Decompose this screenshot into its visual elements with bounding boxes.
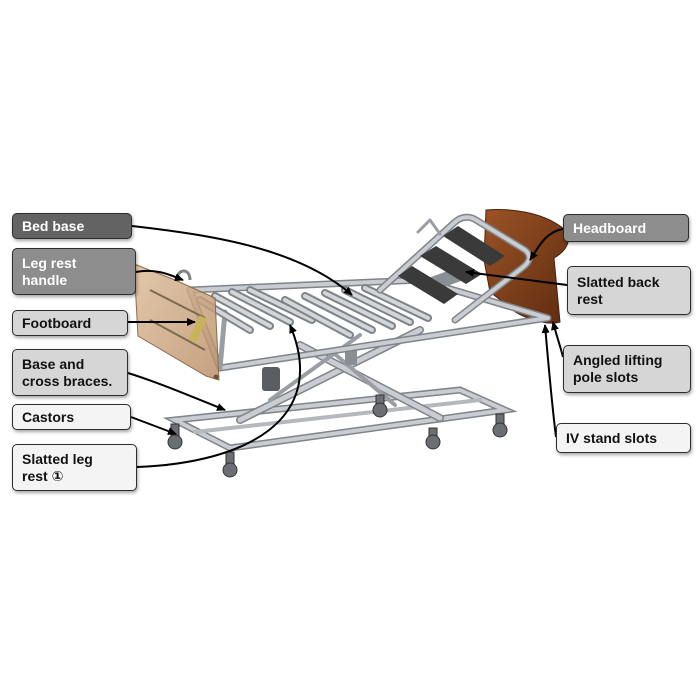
label-slatted-leg-rest: Slatted leg rest ① xyxy=(12,444,137,491)
arrow-castors xyxy=(130,416,177,435)
arrow-base-cross-braces xyxy=(127,372,226,411)
label-leg-rest-handle: Leg rest handle xyxy=(12,248,136,295)
arrow-headboard xyxy=(529,228,564,261)
label-bed-base: Bed base xyxy=(12,213,132,239)
cross-braces xyxy=(236,326,444,424)
arrow-iv-stand-slots xyxy=(541,324,557,438)
arrow-bed-base xyxy=(131,225,353,296)
label-castors: Castors xyxy=(12,404,131,430)
label-base-cross-braces: Base and cross braces. xyxy=(12,349,128,396)
arrow-leg-rest-handle xyxy=(135,270,184,282)
label-headboard: Headboard xyxy=(563,214,689,242)
arrow-slatted-leg-rest xyxy=(136,324,302,468)
label-iv-stand-slots: IV stand slots xyxy=(556,423,691,453)
arrow-slatted-back-rest xyxy=(465,269,568,286)
base-frame xyxy=(162,386,518,452)
label-slatted-back-rest: Slatted back rest xyxy=(567,266,691,315)
callout-arrows xyxy=(127,225,568,468)
leg-rest-slats xyxy=(196,286,316,334)
label-footboard: Footboard xyxy=(12,310,128,336)
label-angled-lifting-pole-slots: Angled lifting pole slots xyxy=(563,345,691,393)
castor-wheels xyxy=(167,394,508,478)
seat-slats xyxy=(281,284,432,339)
arrow-angled-lifting-pole-slots xyxy=(551,321,564,358)
